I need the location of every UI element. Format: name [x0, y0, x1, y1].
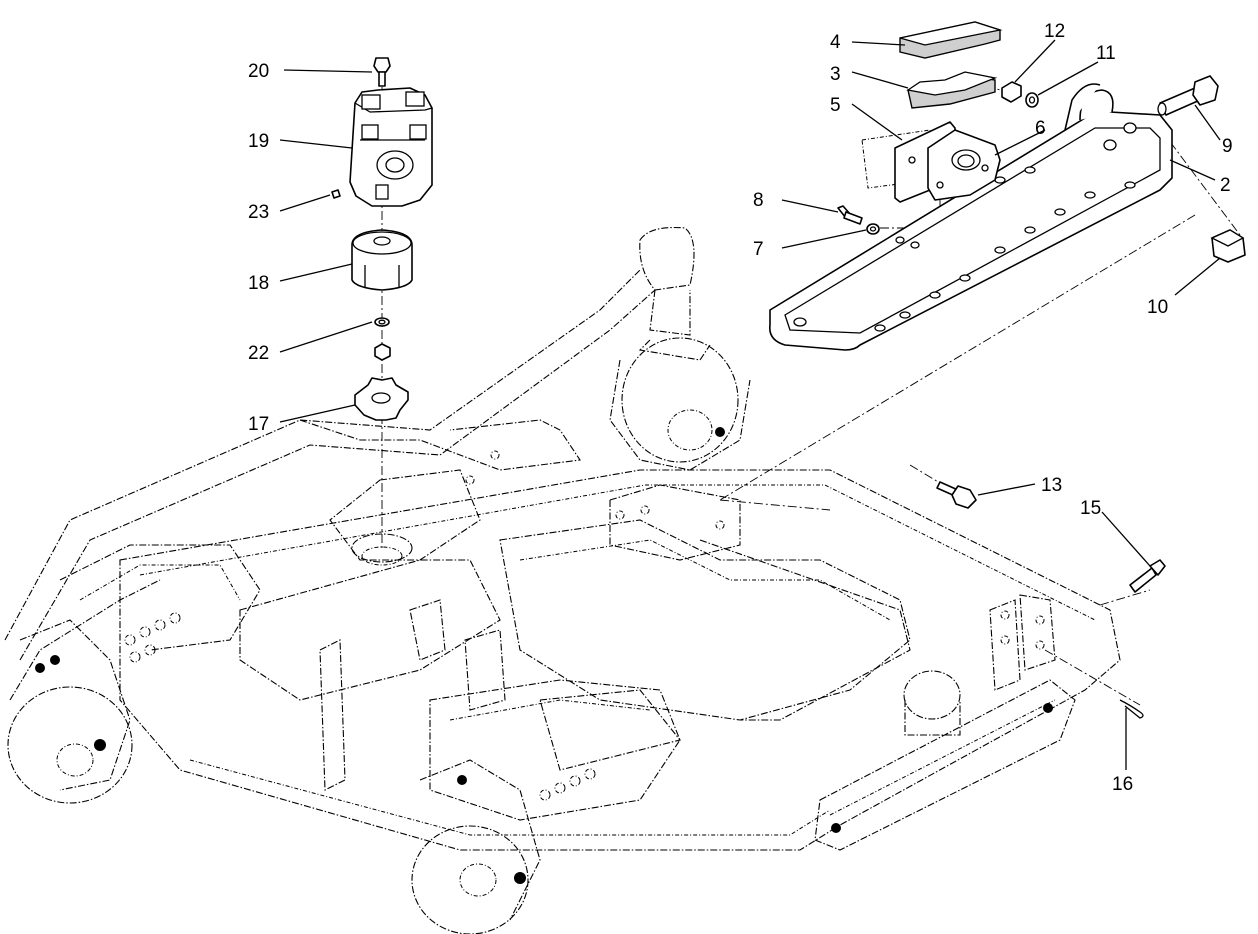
- callout-8: 8: [753, 190, 764, 211]
- leader-lines: [279, 39, 1221, 770]
- callout-6: 6: [1035, 118, 1046, 139]
- pad-3: [906, 71, 998, 109]
- callout-10: 10: [1147, 297, 1168, 318]
- washer-22: [374, 317, 390, 327]
- callout-11: 11: [1096, 43, 1116, 64]
- callout-5: 5: [830, 95, 841, 116]
- deck-holes: [35, 427, 1053, 884]
- callout-2: 2: [1220, 175, 1231, 196]
- hairpin-clip-16: [1119, 699, 1144, 719]
- assembly-centerlines: [381, 75, 1241, 706]
- callout-7: 7: [753, 239, 764, 260]
- cast-bracket-6: [927, 129, 1001, 201]
- hitch-arm-bracket: [768, 83, 1173, 351]
- callout-23: 23: [248, 202, 269, 223]
- coupler-hub-18: [351, 229, 413, 291]
- spider-coupler-17: [354, 377, 409, 421]
- callout-numbers: 20 19 23 18 22 17 4 3 5 6 12 11 9 2 10 8…: [248, 21, 1233, 795]
- mower-deck-phantom: [4, 226, 1121, 934]
- bolt-20: [373, 57, 391, 87]
- key-23: [331, 189, 341, 199]
- callout-18: 18: [248, 273, 269, 294]
- arm-holes: [793, 122, 1137, 332]
- bolt-8: [837, 205, 863, 225]
- callout-19: 19: [248, 131, 269, 152]
- callout-13: 13: [1041, 475, 1062, 496]
- pad-4: [899, 21, 1003, 59]
- callout-9: 9: [1222, 136, 1233, 157]
- callout-15: 15: [1080, 498, 1101, 519]
- nut-10: [1210, 229, 1246, 263]
- callout-16: 16: [1112, 774, 1133, 795]
- gearbox-19: [349, 87, 433, 207]
- callout-22: 22: [248, 343, 269, 364]
- nut-22b: [374, 343, 391, 361]
- callout-3: 3: [830, 64, 841, 85]
- washer-7: [866, 223, 880, 235]
- callout-17: 17: [248, 414, 269, 435]
- callout-12: 12: [1044, 21, 1065, 42]
- pin-15: [1129, 559, 1166, 593]
- bolt-9: [1157, 75, 1219, 116]
- callout-20: 20: [248, 61, 269, 82]
- bolt-13: [936, 481, 977, 509]
- callout-4: 4: [830, 32, 841, 53]
- washer-11: [1025, 92, 1039, 108]
- nut-12: [1001, 81, 1022, 103]
